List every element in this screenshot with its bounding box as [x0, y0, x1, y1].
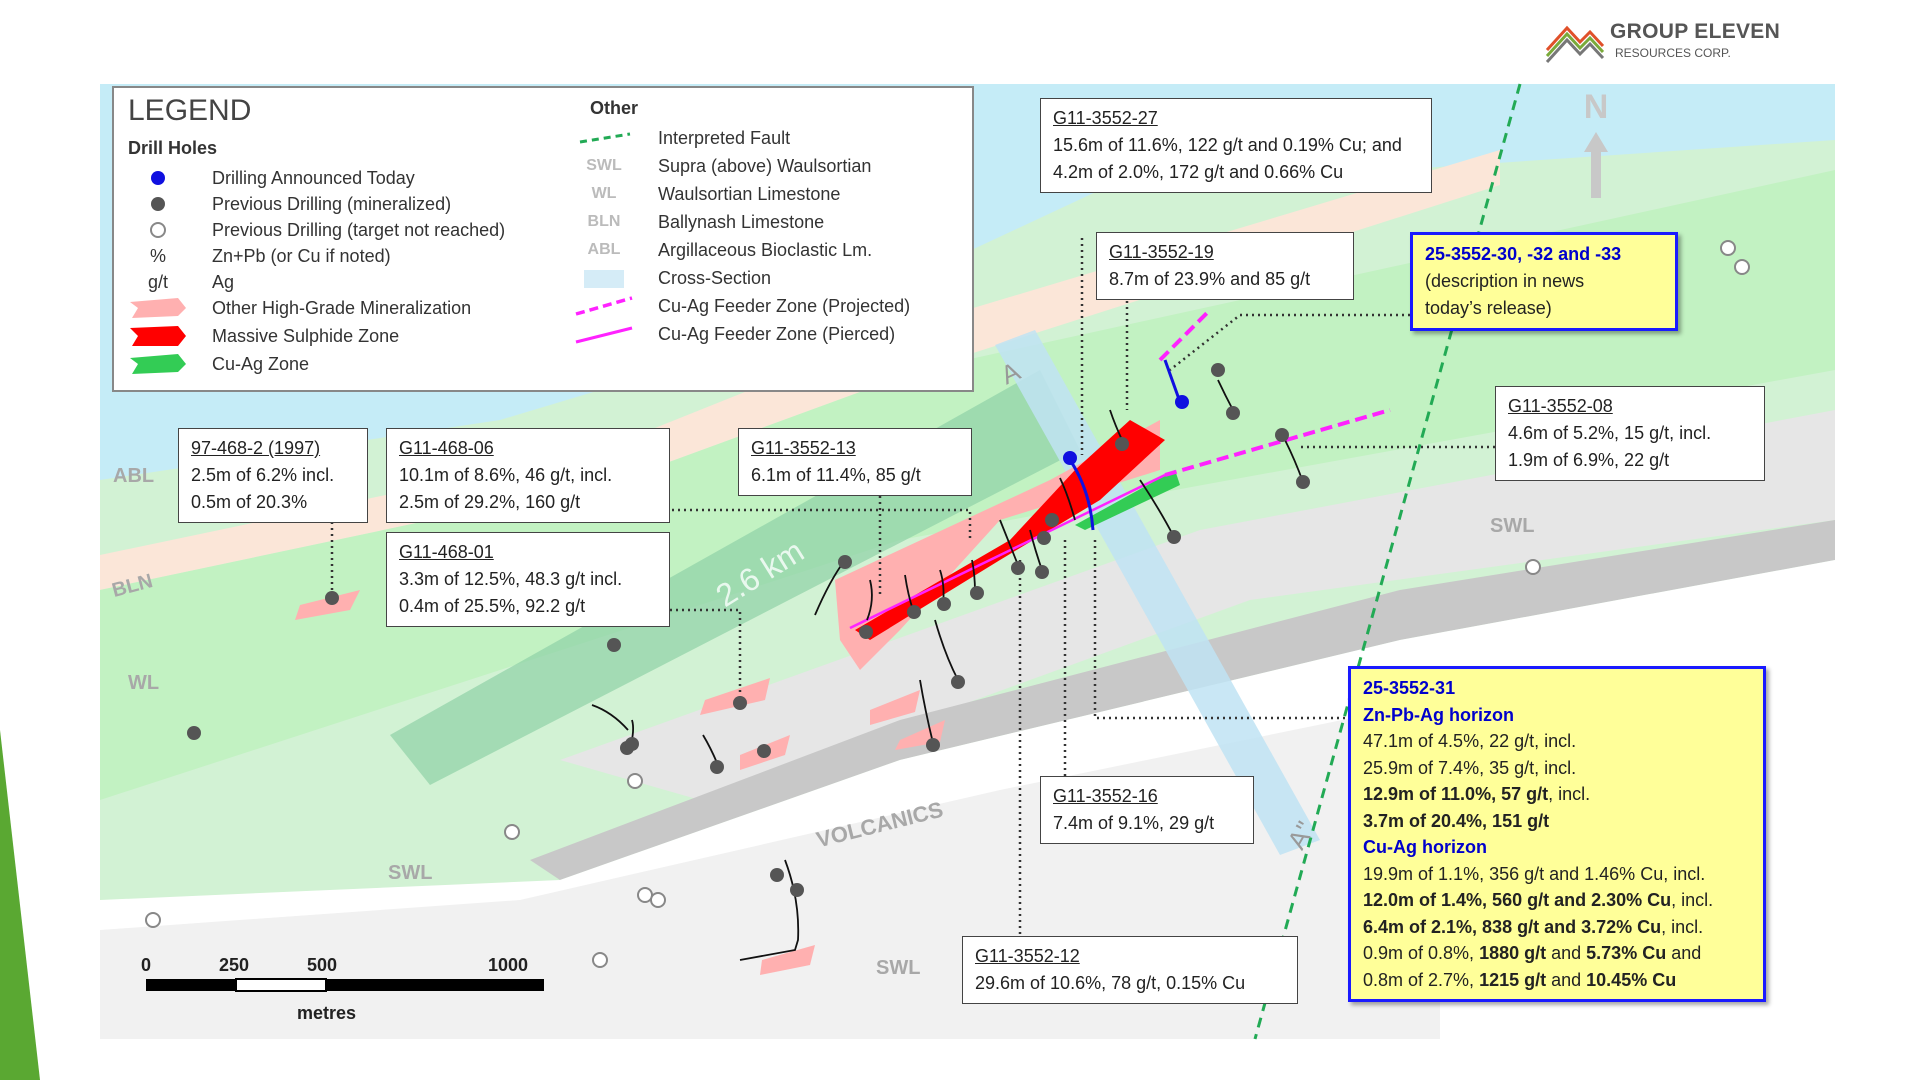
- company-name: GROUP ELEVEN: [1610, 20, 1781, 43]
- callout-25-3552-30: 25-3552-30, -32 and -33 (description in …: [1410, 232, 1678, 331]
- previous-drilling-mineralized: [187, 363, 1310, 897]
- drilling-announced-today: [1063, 395, 1189, 465]
- scale-bar-graphic: [146, 978, 544, 992]
- grey-dot-icon: [151, 197, 165, 211]
- legend-panel: LEGEND Drill Holes Other Drilling Announ…: [112, 86, 974, 392]
- scale-bar: 0 250 500 1000 metres: [141, 955, 545, 1025]
- cross-section-icon: [584, 270, 624, 288]
- logo-mark: [1545, 25, 1605, 64]
- company-logo: GROUP ELEVEN RESOURCES CORP.: [1545, 10, 1780, 70]
- feeder-projected-north: [1158, 308, 1212, 362]
- callout-g11-3552-12: G11-3552-12 29.6m of 10.6%, 78 g/t, 0.15…: [962, 936, 1298, 1004]
- feeder-projected-east: [1164, 408, 1391, 477]
- label-swl-1: SWL: [388, 862, 433, 884]
- callout-g11-468-06: G11-468-06 10.1m of 8.6%, 46 g/t, incl. …: [386, 428, 670, 523]
- callout-97-468-2: 97-468-2 (1997) 2.5m of 6.2% incl. 0.5m …: [178, 428, 368, 523]
- previous-drilling-not-reached: [145, 240, 1750, 968]
- trace-25-3552-30: [1163, 359, 1182, 403]
- scale-tick-250: 250: [219, 955, 250, 975]
- legend-title: LEGEND: [128, 94, 252, 127]
- green-zone-icon: [130, 354, 186, 374]
- trace-25-3552-31: [1068, 459, 1095, 531]
- blue-dot-icon: [151, 171, 165, 185]
- pink-zone-icon: [130, 298, 186, 318]
- label-wl: WL: [128, 672, 160, 694]
- solid-magenta-icon: [575, 326, 633, 344]
- interpreted-fault: [1253, 83, 1522, 1040]
- north-label: N: [1584, 88, 1609, 126]
- label-swl-2: SWL: [1490, 515, 1535, 537]
- cross-section-band: [995, 330, 1320, 855]
- callout-g11-3552-27: G11-3552-27 15.6m of 11.6%, 122 g/t and …: [1040, 98, 1432, 193]
- percent-symbol: %: [149, 246, 166, 266]
- dashed-magenta-icon: [575, 296, 633, 316]
- label-swl-3: SWL: [876, 957, 921, 979]
- fault-line-icon: [579, 132, 631, 144]
- callout-g11-3552-13: G11-3552-13 6.1m of 11.4%, 85 g/t: [738, 428, 972, 496]
- legend-drill-heading: Drill Holes: [128, 138, 218, 158]
- gpt-symbol: g/t: [147, 272, 168, 292]
- volcanics-band: [530, 520, 1835, 880]
- callout-leaders: [330, 238, 1495, 935]
- feeder-pierced: [849, 473, 1166, 630]
- cu-ag-zone: [1075, 470, 1180, 530]
- company-sub: RESOURCES CORP.: [1615, 46, 1731, 60]
- callout-g11-468-01: G11-468-01 3.3m of 12.5%, 48.3 g/t incl.…: [386, 532, 670, 627]
- callout-g11-3552-08: G11-3552-08 4.6m of 5.2%, 15 g/t, incl. …: [1495, 386, 1765, 481]
- open-circle-icon: [150, 222, 166, 238]
- legend-other-heading: Other: [590, 98, 639, 118]
- scale-units: metres: [297, 1003, 357, 1023]
- massive-sulphide-zone: [855, 420, 1165, 640]
- callout-25-3552-31: 25-3552-31 Zn-Pb-Ag horizon 47.1m of 4.5…: [1348, 666, 1766, 1002]
- callout-g11-3552-19: G11-3552-19 8.7m of 23.9% and 85 g/t: [1096, 232, 1354, 300]
- callout-g11-3552-16: G11-3552-16 7.4m of 9.1%, 29 g/t: [1040, 776, 1254, 844]
- label-abl: ABL: [113, 465, 155, 487]
- slide-accent: [0, 730, 40, 1080]
- red-zone-icon: [130, 326, 186, 346]
- scale-tick-500: 500: [307, 955, 338, 975]
- scale-tick-1000: 1000: [488, 955, 529, 975]
- swl-band-upper: [560, 410, 1835, 800]
- scale-tick-0: 0: [141, 955, 152, 975]
- north-arrow-icon: [1584, 132, 1608, 198]
